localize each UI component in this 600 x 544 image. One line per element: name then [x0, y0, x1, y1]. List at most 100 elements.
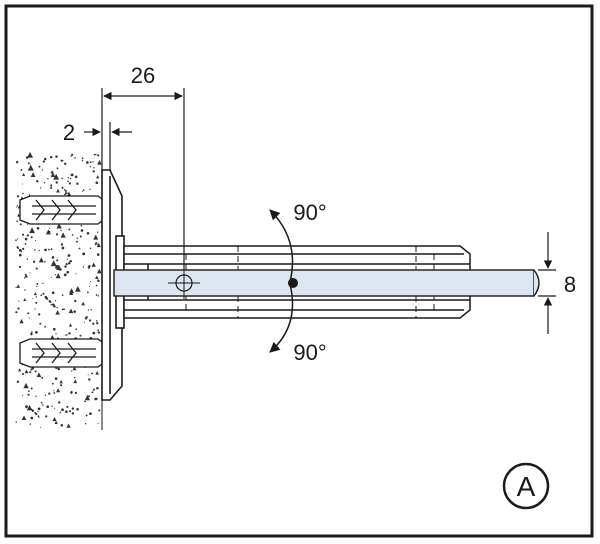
- concrete-speckle: [57, 400, 61, 404]
- concrete-wall: [14, 151, 103, 430]
- concrete-speckle: [67, 177, 69, 179]
- concrete-speckle: [55, 310, 60, 315]
- concrete-speckle: [81, 157, 84, 160]
- concrete-speckle: [29, 272, 31, 274]
- concrete-speckle: [18, 253, 22, 257]
- concrete-speckle: [29, 227, 35, 234]
- wall-anchor-bottom: [19, 338, 107, 368]
- concrete-speckle: [24, 289, 26, 291]
- outer-frame: [4, 4, 594, 538]
- concrete-speckle: [43, 182, 46, 184]
- concrete-speckle: [52, 382, 54, 385]
- concrete-speckle: [25, 405, 28, 409]
- concrete-speckle: [81, 190, 83, 192]
- concrete-speckle: [64, 193, 66, 196]
- concrete-speckle: [92, 331, 96, 335]
- concrete-speckle: [71, 234, 74, 236]
- concrete-speckle: [22, 192, 24, 195]
- concrete-speckle: [17, 238, 19, 240]
- concrete-speckle: [40, 401, 43, 404]
- concrete-speckle: [92, 170, 95, 173]
- concrete-speckle: [97, 160, 102, 165]
- concrete-speckle: [28, 194, 31, 196]
- concrete-speckle: [91, 372, 94, 375]
- concrete-speckle: [57, 367, 61, 371]
- concrete-speckle: [98, 409, 101, 412]
- concrete-speckle: [92, 322, 95, 325]
- concrete-speckle: [60, 243, 64, 246]
- concrete-speckle: [30, 416, 34, 420]
- concrete-speckle: [18, 249, 22, 252]
- concrete-speckle: [96, 322, 99, 325]
- concrete-speckle: [27, 151, 34, 158]
- concrete-speckle: [59, 379, 63, 384]
- concrete-speckle: [86, 161, 89, 164]
- dimension-offset: [101, 88, 185, 270]
- concrete-speckle: [19, 318, 24, 324]
- concrete-speckle: [89, 188, 91, 191]
- concrete-speckle: [44, 394, 47, 396]
- concrete-speckle: [24, 243, 27, 245]
- concrete-speckle: [89, 412, 92, 416]
- concrete-speckle: [21, 415, 27, 421]
- concrete-speckle: [81, 301, 86, 306]
- concrete-speckle: [68, 308, 74, 314]
- concrete-speckle: [70, 391, 73, 394]
- concrete-speckle: [48, 227, 50, 229]
- concrete-speckle: [61, 294, 64, 297]
- concrete-speckle: [36, 282, 39, 285]
- concrete-speckle: [72, 366, 77, 371]
- concrete-speckle: [73, 310, 76, 313]
- concrete-speckle: [54, 407, 56, 409]
- concrete-speckle: [67, 192, 69, 194]
- concrete-speckle: [75, 240, 78, 243]
- concrete-speckle: [73, 379, 78, 384]
- concrete-speckle: [90, 280, 92, 282]
- concrete-speckle: [76, 408, 79, 411]
- concrete-speckle: [68, 228, 71, 231]
- concrete-speckle: [18, 265, 22, 269]
- concrete-speckle: [89, 247, 92, 250]
- concrete-speckle: [61, 308, 64, 311]
- dimension-thickness: [538, 232, 556, 334]
- concrete-speckle: [82, 189, 85, 191]
- concrete-speckle: [61, 408, 64, 412]
- concrete-speckle: [66, 270, 69, 274]
- concrete-speckle: [22, 247, 25, 250]
- concrete-speckle: [69, 260, 73, 263]
- concrete-speckle: [82, 252, 86, 256]
- concrete-speckle: [67, 254, 71, 257]
- concrete-speckle: [96, 175, 100, 179]
- concrete-speckle: [85, 414, 88, 417]
- concrete-speckle: [16, 205, 19, 207]
- concrete-speckle: [74, 175, 78, 179]
- concrete-speckle: [67, 260, 71, 265]
- concrete-speckle: [34, 249, 36, 251]
- concrete-speckle: [21, 233, 25, 236]
- concrete-speckle: [20, 168, 23, 171]
- concrete-speckle: [67, 180, 69, 182]
- concrete-speckle: [71, 412, 75, 415]
- concrete-speckle: [52, 303, 56, 308]
- concrete-speckle: [84, 423, 87, 425]
- concrete-speckle: [40, 427, 42, 429]
- concrete-speckle: [97, 243, 99, 245]
- concrete-speckle: [64, 192, 68, 195]
- concrete-speckle: [55, 333, 57, 335]
- concrete-speckle: [64, 265, 67, 268]
- concrete-speckle: [97, 154, 100, 157]
- concrete-speckle: [34, 308, 36, 310]
- concrete-speckle: [51, 256, 55, 259]
- concrete-speckle: [27, 164, 34, 171]
- concrete-speckle: [76, 237, 79, 239]
- concrete-speckle: [66, 191, 72, 197]
- concrete-speckle: [51, 405, 53, 407]
- concrete-speckle: [51, 291, 55, 294]
- concrete-speckle: [66, 334, 68, 336]
- concrete-speckle: [53, 173, 60, 180]
- concrete-speckle: [41, 376, 44, 379]
- concrete-speckle: [45, 296, 48, 300]
- concrete-speckle: [66, 423, 71, 428]
- concrete-speckle: [50, 304, 52, 306]
